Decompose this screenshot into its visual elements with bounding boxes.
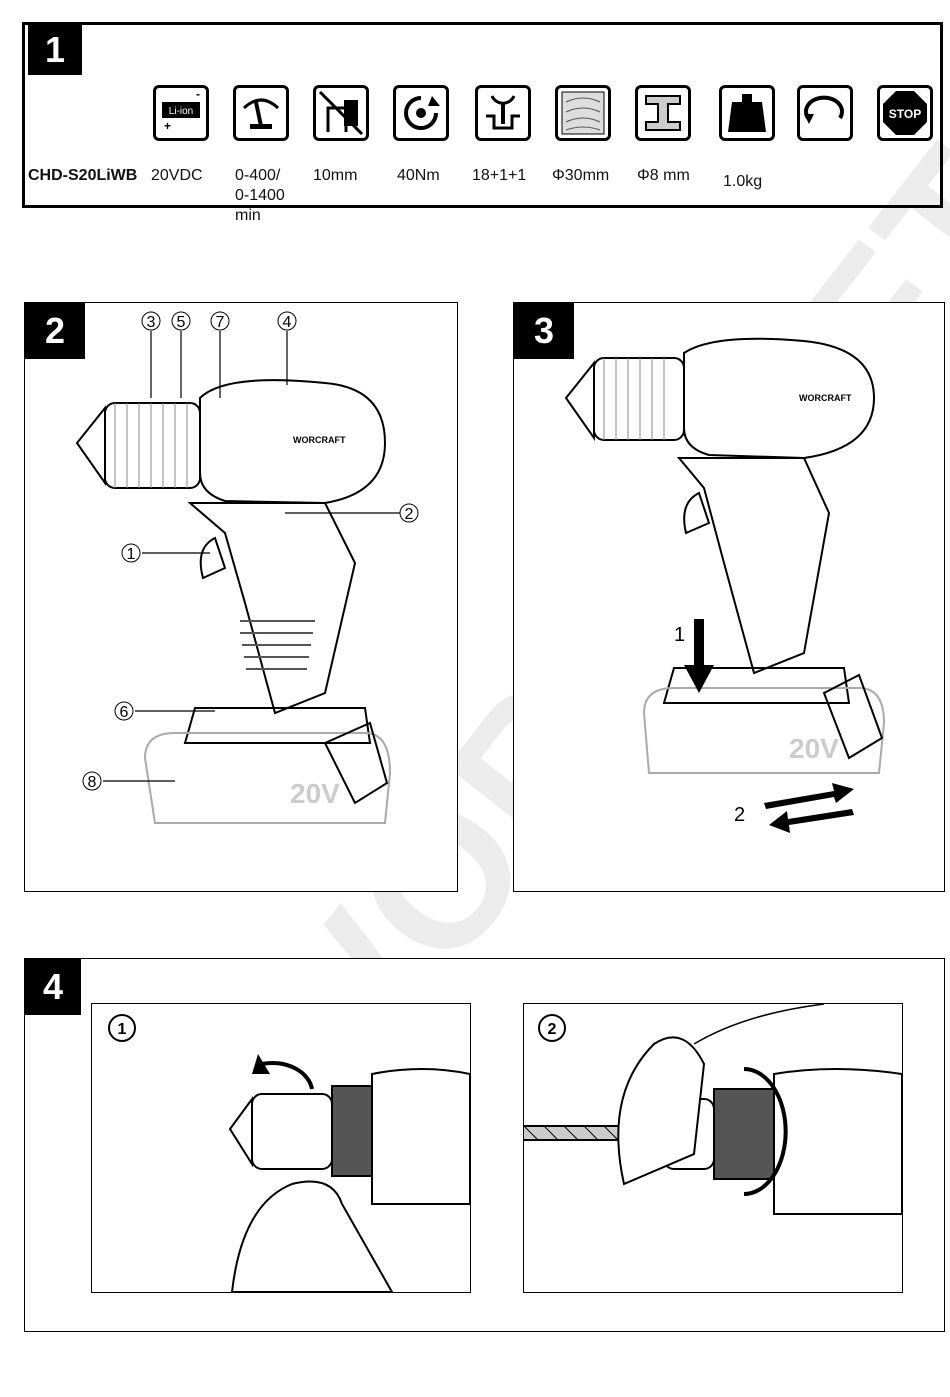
drill-parts-illustration: WORCRAFT 20V 3 5 7 4 2 1 6 8 — [25, 303, 457, 891]
figure-2-panel: 2 WORCRAFT 20V — [24, 302, 458, 892]
svg-text:20V: 20V — [290, 778, 340, 809]
callout-3: 3 — [147, 314, 156, 331]
open-chuck-illustration: 1 — [92, 1004, 470, 1292]
spec-speed: 0-400/ 0-1400 min — [235, 166, 285, 226]
spec-weight: 1.0kg — [723, 172, 762, 192]
rotation-direction-icon — [797, 85, 853, 141]
battery-insertion-illustration: WORCRAFT 20V 1 2 — [514, 303, 944, 891]
callout-6: 6 — [120, 704, 129, 721]
callout-2: 2 — [405, 506, 414, 523]
chuck-capacity-icon — [313, 85, 369, 141]
svg-text:-: - — [196, 88, 200, 101]
callout-4: 4 — [283, 314, 292, 331]
wood-drilling-icon — [555, 85, 611, 141]
stop-icon: STOP — [877, 85, 933, 141]
weight-icon — [719, 85, 775, 141]
torque-icon — [393, 85, 449, 141]
callout-7: 7 — [216, 314, 225, 331]
svg-text:WORCRAFT: WORCRAFT — [799, 393, 852, 403]
svg-text:WORCRAFT: WORCRAFT — [293, 435, 346, 445]
figure-4-panel: 4 1 2 — [24, 958, 945, 1332]
specs-table: 1 Li-ion + - — [22, 22, 943, 208]
section-number-1: 1 — [28, 25, 82, 75]
steel-drilling-icon — [635, 85, 691, 141]
speed-gauge-icon — [233, 85, 289, 141]
svg-text:+: + — [164, 119, 171, 133]
spec-torque-settings: 18+1+1 — [472, 166, 526, 186]
svg-text:Li-ion: Li-ion — [169, 106, 193, 117]
figure-4-sub-1: 1 — [91, 1003, 471, 1293]
callout-1: 1 — [127, 546, 136, 563]
svg-text:20V: 20V — [789, 733, 839, 764]
spec-voltage: 20VDC — [151, 166, 203, 186]
sub-2-label: 2 — [548, 1021, 557, 1038]
spec-torque: 40Nm — [397, 166, 440, 186]
model-name: CHD-S20LiWB — [28, 166, 137, 186]
section-number-4: 4 — [25, 959, 81, 1015]
figure-4-sub-2: 2 — [523, 1003, 903, 1293]
svg-text:STOP: STOP — [889, 107, 921, 121]
insert-bit-illustration: 2 — [524, 1004, 902, 1292]
torque-settings-icon — [475, 85, 531, 141]
spec-steel: Φ8 mm — [637, 166, 690, 186]
step-2-label: 2 — [734, 804, 745, 826]
sub-1-label: 1 — [118, 1021, 127, 1038]
spec-chuck: 10mm — [313, 166, 357, 186]
callout-8: 8 — [88, 774, 97, 791]
battery-icon: Li-ion + - — [153, 85, 209, 141]
figure-3-panel: 3 WORCRAFT 20V 1 2 — [513, 302, 945, 892]
spec-wood: Φ30mm — [552, 166, 609, 186]
callout-5: 5 — [177, 314, 186, 331]
step-1-label: 1 — [674, 624, 685, 646]
